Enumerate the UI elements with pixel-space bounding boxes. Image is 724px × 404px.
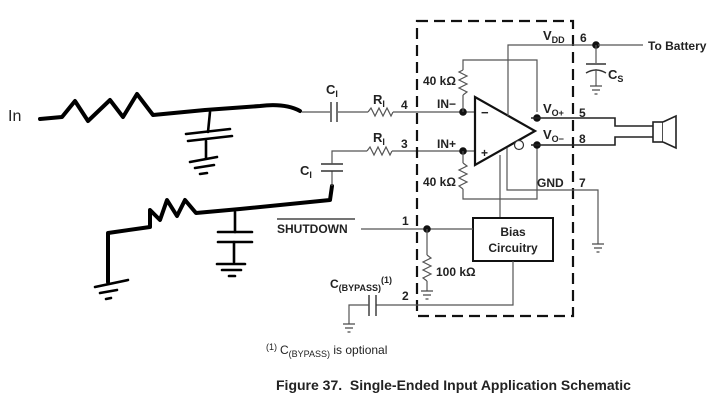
resistor-100k-icon (421, 254, 433, 282)
pin-3-number: 3 (401, 137, 408, 151)
handdrawn-ground-icon (215, 262, 247, 278)
ci-bottom-label: CI (300, 163, 312, 180)
in-plus-label: IN+ (437, 137, 456, 151)
vdd-label: VDD (543, 28, 565, 45)
handdrawn-cap-lead (206, 110, 212, 134)
figure-caption: Figure 37. Single-Ended Input Applicatio… (276, 377, 631, 393)
handdrawn-cap-plate (186, 134, 234, 143)
ri-top-label: RI (373, 92, 385, 109)
handdrawn-ground-icon (188, 155, 219, 176)
speaker-icon (652, 114, 677, 150)
footnote: (1)C(BYPASS) is optional (266, 342, 387, 359)
resistor-ri-bottom-icon (366, 145, 393, 157)
cbypass-label: C(BYPASS)(1) (330, 275, 392, 293)
bias-label-line1: Bias (500, 225, 526, 239)
rf-top-label: 40 kΩ (423, 74, 456, 88)
ic-boundary (415, 19, 575, 318)
handdrawn-ground-icon (93, 278, 130, 301)
opamp-plus-sign: + (481, 146, 488, 160)
gnd-label: GND (537, 176, 564, 190)
handdrawn-input-filter-bottom (93, 184, 334, 301)
in-minus-label: IN− (437, 97, 456, 111)
bias-label-line2: Circuitry (488, 241, 538, 255)
ground-icon (590, 85, 602, 95)
pin-4-number: 4 (401, 98, 408, 112)
capacitor-ci-bottom-icon (321, 163, 343, 172)
shutdown-label: SHUTDOWN (277, 222, 348, 236)
pin-2-number: 2 (402, 289, 409, 303)
vo-minus-label: VO− (543, 127, 564, 144)
handdrawn-input-filter-top (38, 92, 302, 176)
cs-label: CS (608, 67, 623, 84)
resistor-rf-top-icon (457, 69, 469, 96)
inverting-output-bubble (513, 139, 525, 151)
capacitor-cbypass-icon (368, 295, 377, 316)
ri-bottom-label: RI (373, 130, 385, 147)
capacitor-ci-top-icon (330, 102, 338, 122)
resistor-ri-top-icon (367, 106, 394, 118)
pin-8-number: 8 (579, 132, 586, 146)
vo-plus-label: VO+ (543, 101, 564, 118)
pin-7-number: 7 (579, 176, 586, 190)
pin-6-number: 6 (580, 31, 587, 45)
ground-icon (343, 323, 355, 333)
handdrawn-cap-plate (184, 127, 232, 136)
ground-icon (592, 243, 604, 253)
input-label: In (8, 108, 21, 125)
pin-5-number: 5 (579, 106, 586, 120)
ci-top-label: CI (326, 82, 338, 99)
resistor-rf-bottom-icon (457, 162, 469, 190)
ground-icon (421, 290, 433, 300)
pin-1-number: 1 (402, 214, 409, 228)
to-battery-label: To Battery (648, 39, 707, 53)
r-100k-label: 100 kΩ (436, 265, 476, 279)
rf-bottom-label: 40 kΩ (423, 175, 456, 189)
amplifier-icon (473, 95, 538, 167)
opamp-minus-sign: − (481, 105, 489, 120)
